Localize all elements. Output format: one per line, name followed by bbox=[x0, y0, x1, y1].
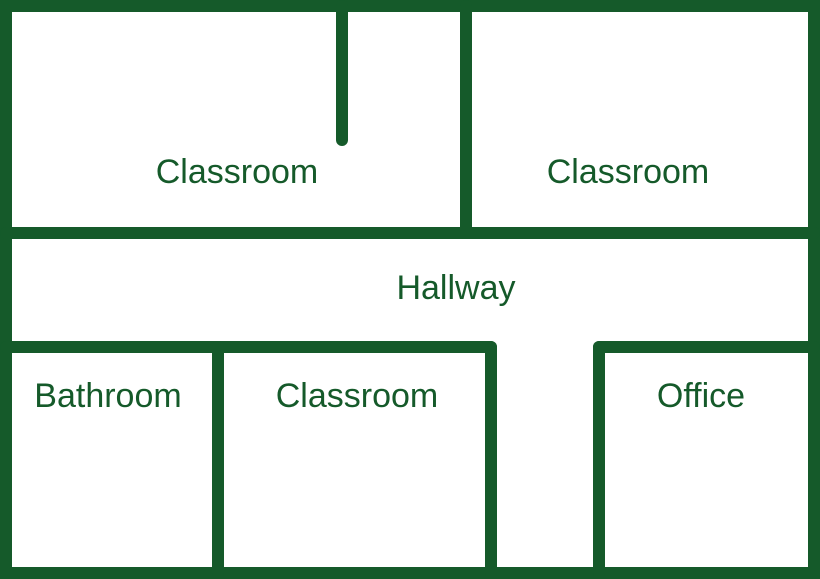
room-label-classroom-top-left: Classroom bbox=[156, 153, 318, 191]
room-label-office: Office bbox=[657, 377, 745, 415]
room-label-classroom-top-right: Classroom bbox=[547, 153, 709, 191]
room-label-hallway: Hallway bbox=[396, 269, 515, 307]
room-label-classroom-bottom: Classroom bbox=[276, 377, 438, 415]
room-label-bathroom: Bathroom bbox=[34, 377, 181, 415]
